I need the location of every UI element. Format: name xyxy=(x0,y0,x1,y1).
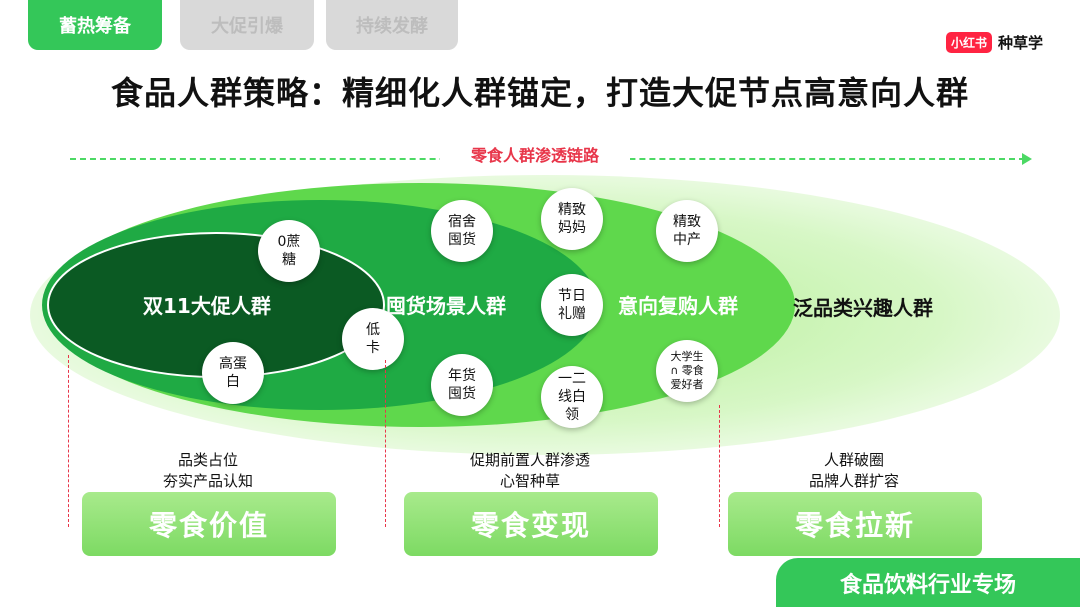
card-snack-value: 零食价值 xyxy=(82,492,336,556)
bubble-zero-sugar: 0蔗 糖 xyxy=(258,220,320,282)
brand-text: 种草学 xyxy=(998,34,1044,52)
group-label-broad: 泛品类兴趣人群 xyxy=(793,296,933,320)
bubble-high-protein: 高蛋 白 xyxy=(202,342,264,404)
connector-line-1 xyxy=(68,355,69,527)
xiaohongshu-logo: 小红书 xyxy=(946,32,993,53)
desc-monetize: 促期前置人群渗透心智种草 xyxy=(469,451,590,490)
brand: 小红书 种草学 xyxy=(946,32,1043,53)
bubble-dorm: 宿舍 囤货 xyxy=(431,200,493,262)
group-label-double11: 双11大促人群 xyxy=(143,294,271,318)
page-title: 食品人群策略：精细化人群锚定，打造大促节点高意向人群 xyxy=(110,74,969,112)
bubble-low-cal: 低 卡 xyxy=(342,308,404,370)
group-label-repurchase: 意向复购人群 xyxy=(618,294,738,318)
connector-line-2 xyxy=(385,360,386,527)
chain-arrow-icon xyxy=(1022,153,1032,165)
chain-label: 零食人群渗透链路 xyxy=(440,142,630,166)
tab-promo-burst[interactable]: 大促引爆 xyxy=(180,0,314,50)
connector-line-3 xyxy=(719,405,720,527)
tab-sustain[interactable]: 持续发酵 xyxy=(326,0,458,50)
card-snack-monetize: 零食变现 xyxy=(404,492,658,556)
group-label-guohuo: 囤货场景人群 xyxy=(386,294,506,318)
tab-preheat[interactable]: 蓄热筹备 xyxy=(28,0,162,50)
bubble-student: 大学生 ∩ 零食 爱好者 xyxy=(656,340,718,402)
bubble-white-collar: 一二 线白 领 xyxy=(541,366,603,428)
desc-acquire: 人群破圈品牌人群扩容 xyxy=(808,451,899,490)
bubble-festival: 节日 礼赠 xyxy=(541,274,603,336)
bubble-new-year: 年货 囤货 xyxy=(431,354,493,416)
footer-tag: 食品饮料行业专场 xyxy=(776,558,1080,607)
bubble-middle-class: 精致 中产 xyxy=(656,200,718,262)
card-snack-acquire: 零食拉新 xyxy=(728,492,982,556)
desc-value: 品类占位夯实产品认知 xyxy=(162,451,253,490)
bubble-mom: 精致 妈妈 xyxy=(541,188,603,250)
